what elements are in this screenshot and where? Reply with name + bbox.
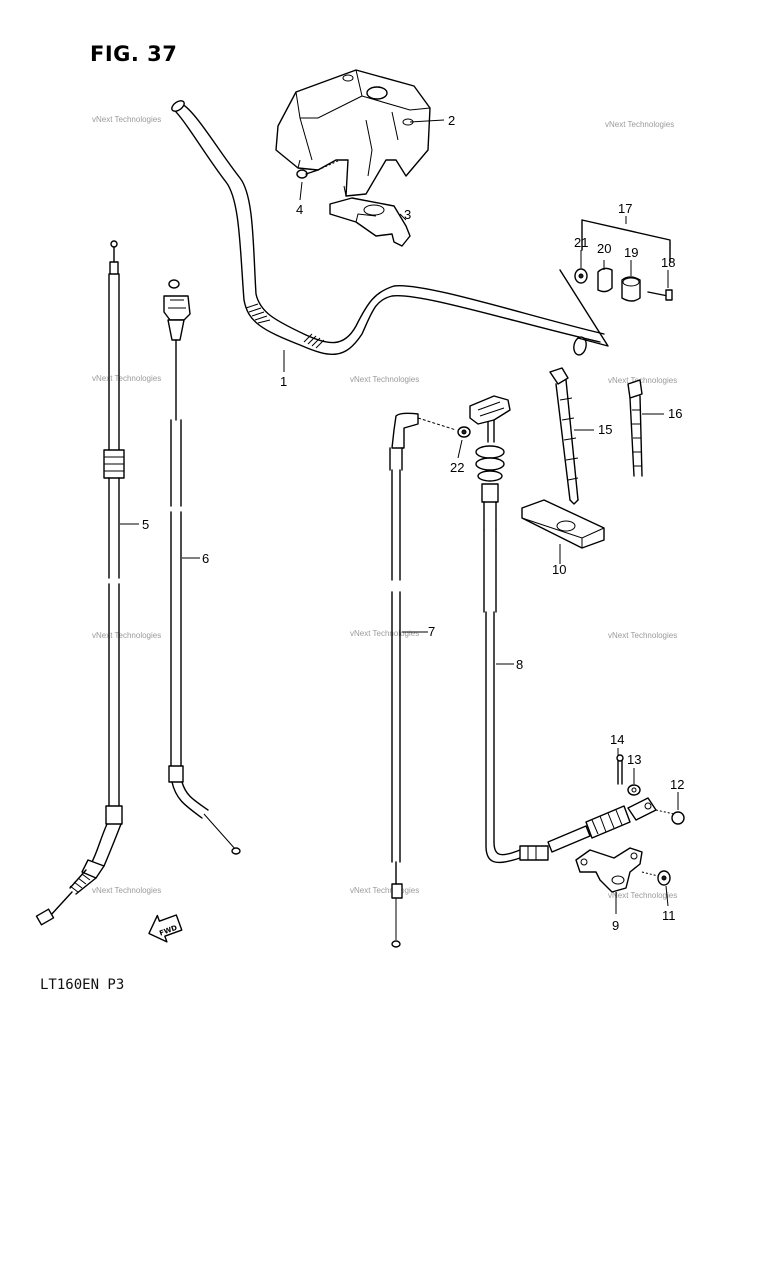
part-number: 10 <box>552 562 566 577</box>
figure-title: FIG. 37 <box>90 42 178 66</box>
part-number: 22 <box>450 460 464 475</box>
watermark: vNext Technologies <box>92 115 161 124</box>
part-number: 20 <box>597 241 611 256</box>
part-number: 19 <box>624 245 638 260</box>
cable-tie-long <box>549 367 579 505</box>
watermark: vNext Technologies <box>350 886 419 895</box>
part-number: 13 <box>627 752 641 767</box>
watermark: vNext Technologies <box>608 891 677 900</box>
part-number: 4 <box>296 202 303 217</box>
part-number: 16 <box>668 406 682 421</box>
watermark: vNext Technologies <box>608 631 677 640</box>
part-number: 7 <box>428 624 435 639</box>
reverse-cable <box>469 395 657 864</box>
watermark: vNext Technologies <box>608 376 677 385</box>
grip-end-set <box>574 219 673 302</box>
washer <box>627 784 641 796</box>
part-number: 18 <box>661 255 675 270</box>
part-number: 17 <box>618 201 632 216</box>
throttle-cable <box>389 412 457 948</box>
watermark: vNext Technologies <box>92 886 161 895</box>
choke-cable <box>163 279 241 855</box>
part-number: 2 <box>448 113 455 128</box>
part-number: 11 <box>662 908 676 923</box>
part-number-labels: 1 2 3 4 5 6 7 8 9 10 11 12 13 14 15 16 1… <box>142 113 684 933</box>
watermark: vNext Technologies <box>350 629 419 638</box>
part-number: 21 <box>574 235 588 250</box>
handlebar-cover <box>275 69 431 197</box>
bracket-bolt <box>641 870 671 886</box>
cover-bracket <box>329 197 411 247</box>
part-number: 14 <box>610 732 624 747</box>
cable-bracket <box>575 847 643 893</box>
watermark: vNext Technologies <box>350 375 419 384</box>
part-number: 15 <box>598 422 612 437</box>
cable-clamp <box>627 379 643 477</box>
part-number: 5 <box>142 517 149 532</box>
cover-screw <box>296 159 341 179</box>
washer-nut <box>457 426 471 438</box>
clevis-pin <box>655 809 685 825</box>
part-number: 1 <box>280 374 287 389</box>
holder-plate <box>521 499 605 549</box>
part-number: 9 <box>612 918 619 933</box>
forward-arrow-icon: FWD <box>148 914 183 943</box>
part-number: 3 <box>404 207 411 222</box>
watermark: vNext Technologies <box>605 120 674 129</box>
part-number: 6 <box>202 551 209 566</box>
model-code: LT160EN P3 <box>40 977 125 993</box>
handlebar <box>171 100 609 356</box>
clutch-cable <box>35 240 125 926</box>
leader-lines <box>120 119 679 914</box>
watermark: vNext Technologies <box>92 631 161 640</box>
part-number: 8 <box>516 657 523 672</box>
part-number: 12 <box>670 777 684 792</box>
cotter-pin <box>616 754 624 785</box>
watermark: vNext Technologies <box>92 374 161 383</box>
